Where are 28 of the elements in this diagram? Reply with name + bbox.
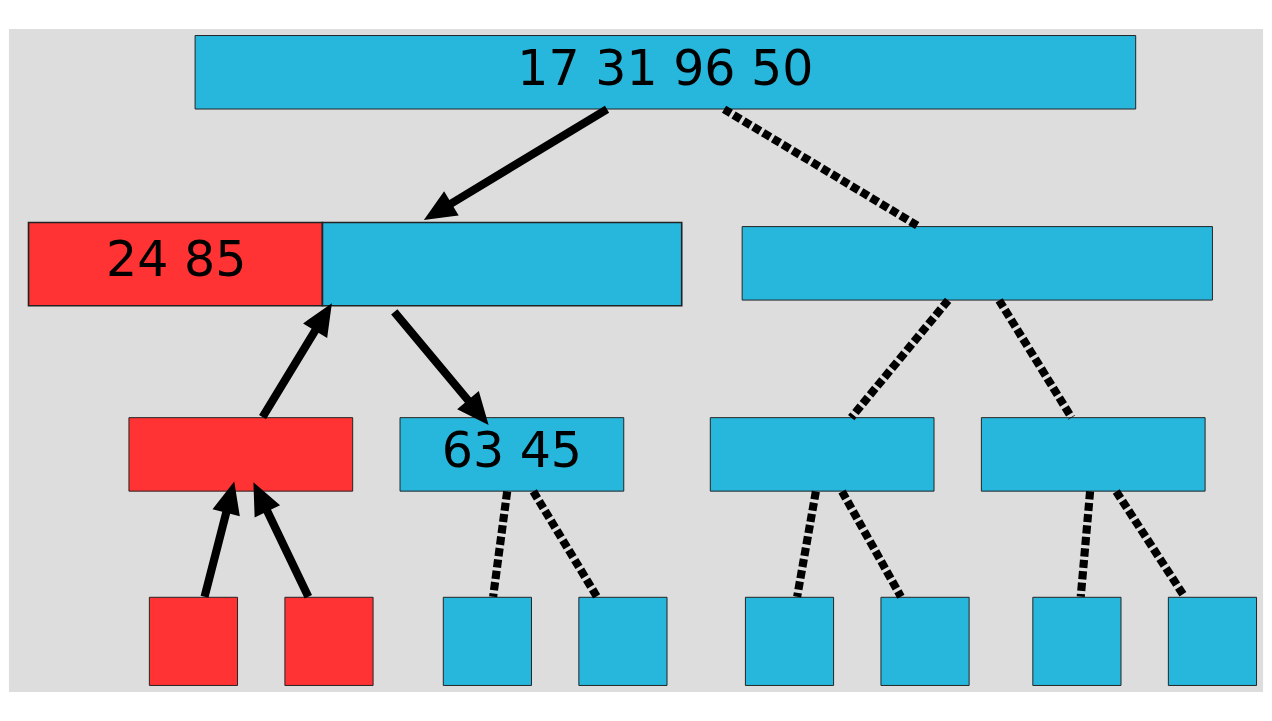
- connector: [793, 490, 820, 598]
- node-bar: [709, 417, 935, 492]
- node-box: [148, 596, 239, 686]
- node-box: [284, 596, 374, 686]
- node-box: [1167, 596, 1258, 686]
- arrow: [259, 303, 332, 420]
- connector: [529, 489, 601, 599]
- connector: [1076, 491, 1095, 598]
- arrow: [423, 105, 610, 221]
- connector: [721, 105, 921, 231]
- node-box: [880, 596, 970, 686]
- arrow: [200, 481, 240, 598]
- connector: [838, 489, 905, 599]
- connector: [489, 490, 512, 598]
- connector: [1112, 489, 1188, 599]
- node-bar: [980, 417, 1206, 492]
- node-box: [578, 596, 668, 686]
- node-box: 63 45: [399, 417, 625, 492]
- node-bar: [128, 417, 354, 492]
- connector: [995, 298, 1075, 420]
- arrow: [391, 309, 489, 425]
- node-box: 17 31 96 50: [194, 35, 1137, 110]
- arrow: [253, 482, 312, 599]
- connector: [848, 297, 952, 421]
- node-box: [744, 596, 835, 686]
- node-bar: [741, 226, 1213, 301]
- node-box: [1032, 596, 1122, 686]
- node-box: [442, 596, 532, 686]
